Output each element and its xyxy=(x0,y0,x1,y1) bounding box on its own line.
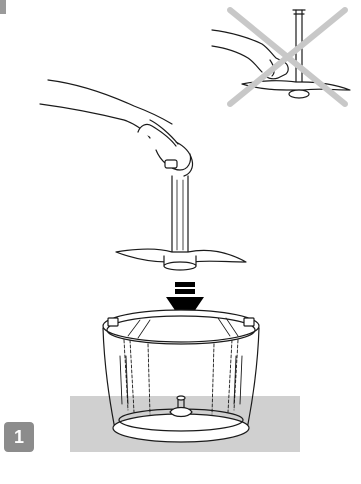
incorrect-handling-inset xyxy=(212,10,350,104)
hand-with-blade xyxy=(40,80,246,270)
step-number-badge: 1 xyxy=(4,422,34,452)
chopper-bowl xyxy=(103,310,259,442)
